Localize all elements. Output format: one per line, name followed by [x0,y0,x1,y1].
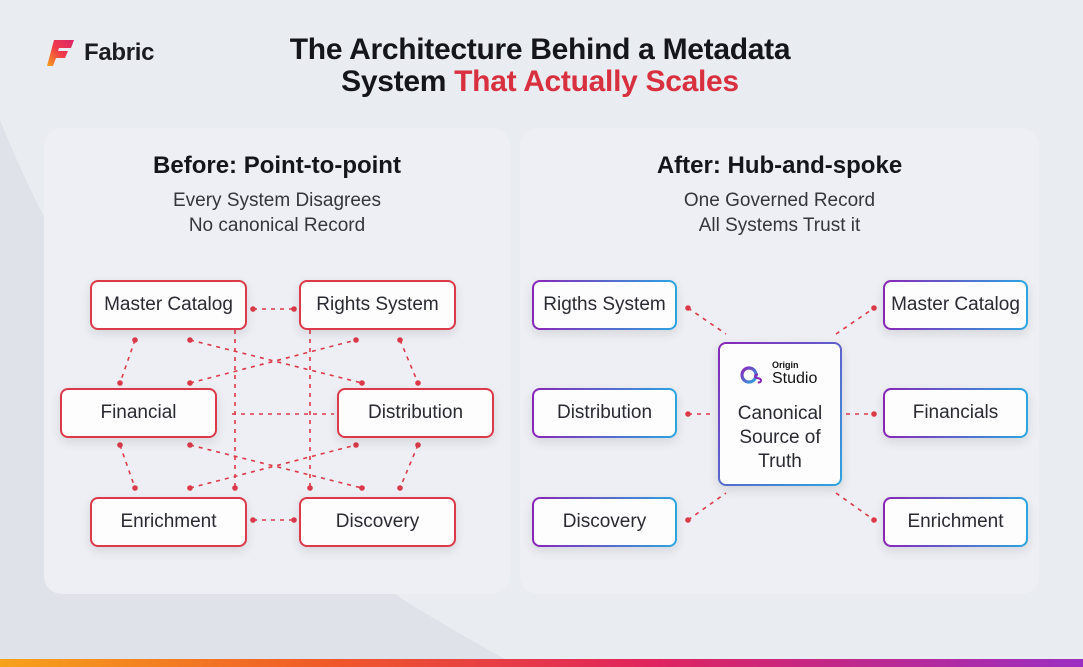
title-line-1: The Architecture Behind a Metadata [289,33,791,66]
after-subtitle-2: All Systems Trust it [698,215,861,236]
before-node-financial: Financial [60,388,217,438]
hub-canonical-source: Origin Studio Canonical Source of Truth [718,342,842,486]
before-node-discovery: Discovery [299,497,456,547]
bottom-gradient-bar [0,659,1083,667]
before-node-rights-system: Rights System [299,280,456,330]
hub-label-line-3: Truth [758,451,802,472]
before-node-enrichment: Enrichment [90,497,247,547]
after-node-discovery: Discovery [532,497,677,547]
after-subtitle-1: One Governed Record [683,190,876,211]
after-heading: After: Hub-and-spoke [656,152,903,179]
before-subtitle-1: Every System Disagrees [172,190,381,211]
before-node-distribution: Distribution [337,388,494,438]
before-node-master-catalog: Master Catalog [90,280,247,330]
after-node-financials: Financials [883,388,1028,438]
after-node-master-catalog: Master Catalog [883,280,1028,330]
origin-studio-logo: Origin Studio [738,360,817,388]
before-subtitle-2: No canonical Record [188,215,366,236]
title-accent: That Actually Scales [454,65,739,98]
title-line-2: System That Actually Scales [200,66,880,98]
page-title: The Architecture Behind a Metadata Syste… [200,34,880,98]
after-node-enrichment: Enrichment [883,497,1028,547]
title-plain: System [341,65,455,98]
hub-brand-big: Studio [772,370,818,387]
hub-label-line-1: Canonical [737,403,823,424]
before-heading: Before: Point-to-point [153,152,401,179]
hub-label: Canonical Source of Truth [720,402,840,474]
hub-brand-small: Origin [772,360,799,370]
hub-brand: Origin Studio [772,360,818,388]
after-node-distribution: Distribution [532,388,677,438]
fabric-logo: Fabric [44,36,155,70]
after-node-rights-system: Rigths System [532,280,677,330]
origin-studio-icon [740,366,763,384]
brand-name: Fabric [84,39,155,66]
hub-label-line-2: Source of [739,427,821,448]
fabric-logo-icon [47,40,74,66]
